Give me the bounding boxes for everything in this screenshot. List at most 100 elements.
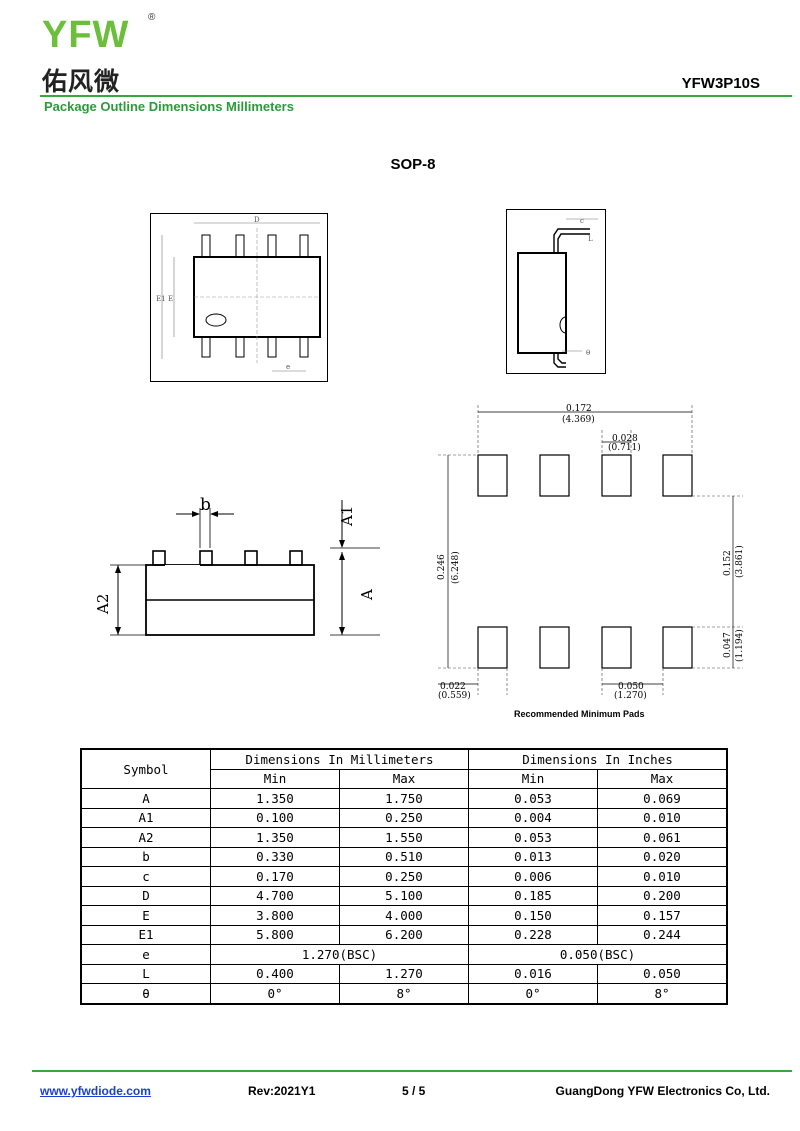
- cell-mm-min: 1.350: [210, 827, 340, 848]
- cell-inch-min: 0°: [468, 983, 598, 1004]
- cell-inch-min: 0.185: [468, 885, 598, 906]
- cell-symbol: E1: [80, 924, 211, 945]
- dim-label-D: D: [254, 216, 260, 224]
- package-name: SOP-8: [390, 156, 436, 173]
- cell-mm-min: 0.400: [210, 963, 340, 984]
- inch-min-header: Min: [468, 768, 598, 789]
- section-title: Package Outline Dimensions Millimeters: [44, 99, 294, 114]
- registered-mark: ®: [148, 12, 156, 23]
- pad-pitch-mm: (1.270): [614, 690, 647, 701]
- pad-pitch-in: 0.050: [618, 682, 644, 692]
- cell-inch-max: 0.010: [597, 866, 728, 887]
- pad-height-in: 0.047: [723, 632, 733, 658]
- cell-inch-min: 0.228: [468, 924, 598, 945]
- cell-symbol: c: [80, 866, 211, 887]
- pad-width-mm: (0.711): [608, 442, 641, 453]
- pad-space-mm: (0.559): [438, 690, 471, 701]
- part-number: YFW3P10S: [681, 75, 760, 92]
- inch-header: Dimensions In Inches: [468, 748, 728, 770]
- cell-inch-bsc: 0.050(BSC): [468, 944, 728, 965]
- cell-mm-min: 0°: [210, 983, 340, 1004]
- dim-label-b: b: [200, 495, 211, 515]
- cell-mm-max: 0.510: [339, 846, 469, 867]
- dimensions-table: Symbol Dimensions In Millimeters Dimensi…: [80, 748, 728, 1005]
- dim-label-theta: θ: [586, 349, 590, 357]
- cell-mm-max: 6.200: [339, 924, 469, 945]
- cell-mm-min: 5.800: [210, 924, 340, 945]
- cell-symbol: D: [80, 885, 211, 906]
- cell-mm-max: 0.250: [339, 866, 469, 887]
- cell-mm-max: 5.100: [339, 885, 469, 906]
- cell-inch-max: 0.244: [597, 924, 728, 945]
- table-subheader-row: Min Max Min Max: [81, 768, 728, 789]
- dim-label-A1: A1: [338, 506, 356, 527]
- cell-inch-max: 0.157: [597, 905, 728, 926]
- pad-space-in: 0.022: [440, 682, 466, 692]
- cell-inch-min: 0.016: [468, 963, 598, 984]
- inch-max-header: Max: [597, 768, 728, 789]
- pads-caption: Recommended Minimum Pads: [514, 709, 645, 719]
- mm-header: Dimensions In Millimeters: [210, 748, 469, 770]
- cell-mm-min: 1.350: [210, 788, 340, 809]
- cell-mm-bsc: 1.270(BSC): [210, 944, 469, 965]
- table-header-row: Symbol Dimensions In Millimeters Dimensi…: [80, 748, 728, 789]
- top-view-drawing: D E1 E e: [150, 213, 328, 382]
- cell-mm-max: 8°: [339, 983, 469, 1004]
- cell-inch-max: 0.050: [597, 963, 728, 984]
- pads-gap-mm: (3.861): [734, 545, 745, 578]
- header-divider: [40, 95, 792, 97]
- pads-width-mm: (4.369): [562, 414, 595, 425]
- pad-width-in: 0.028: [612, 434, 638, 444]
- cell-symbol: b: [80, 846, 211, 867]
- dim-label-E: E: [168, 295, 173, 303]
- cell-symbol: e: [80, 944, 211, 965]
- cell-symbol: A: [80, 788, 211, 809]
- cell-inch-max: 8°: [597, 983, 728, 1004]
- pads-width-in: 0.172: [566, 404, 592, 414]
- table-row: e 1.270(BSC) 0.050(BSC): [80, 944, 728, 965]
- dim-label-e: e: [286, 363, 290, 371]
- cell-mm-min: 0.100: [210, 807, 340, 828]
- page-number: 5 / 5: [402, 1084, 426, 1098]
- cell-mm-max: 0.250: [339, 807, 469, 828]
- cell-inch-min: 0.053: [468, 827, 598, 848]
- cell-symbol: A2: [80, 827, 211, 848]
- company-name: GuangDong YFW Electronics Co, Ltd.: [555, 1084, 770, 1098]
- cell-mm-max: 1.270: [339, 963, 469, 984]
- pads-height-mm: (6.248): [450, 551, 461, 584]
- cell-inch-min: 0.004: [468, 807, 598, 828]
- cell-inch-max: 0.200: [597, 885, 728, 906]
- pad-height-mm: (1.194): [734, 629, 745, 662]
- cell-mm-min: 4.700: [210, 885, 340, 906]
- mm-min-header: Min: [210, 768, 340, 789]
- cell-inch-max: 0.061: [597, 827, 728, 848]
- pads-height-in: 0.246: [437, 554, 447, 580]
- cell-inch-min: 0.053: [468, 788, 598, 809]
- dim-label-E1: E1: [156, 295, 166, 303]
- logo: YFW: [42, 14, 130, 56]
- side-view-drawing: c L θ: [506, 209, 606, 374]
- recommended-pads-drawing: 0.172 (4.369) 0.028 (0.711) 0.246 (6.248…: [437, 404, 745, 701]
- symbol-header: Symbol: [80, 748, 211, 789]
- cell-mm-max: 1.750: [339, 788, 469, 809]
- cell-inch-min: 0.006: [468, 866, 598, 887]
- pads-gap-in: 0.152: [723, 550, 733, 576]
- website-link[interactable]: www.yfwdiode.com: [40, 1084, 151, 1098]
- logo-chinese-name: 佑风微: [42, 67, 121, 96]
- cell-inch-max: 0.069: [597, 788, 728, 809]
- cell-inch-max: 0.020: [597, 846, 728, 867]
- cell-mm-min: 0.330: [210, 846, 340, 867]
- cell-symbol: A1: [80, 807, 211, 828]
- cell-inch-max: 0.010: [597, 807, 728, 828]
- dim-label-c: c: [580, 217, 584, 225]
